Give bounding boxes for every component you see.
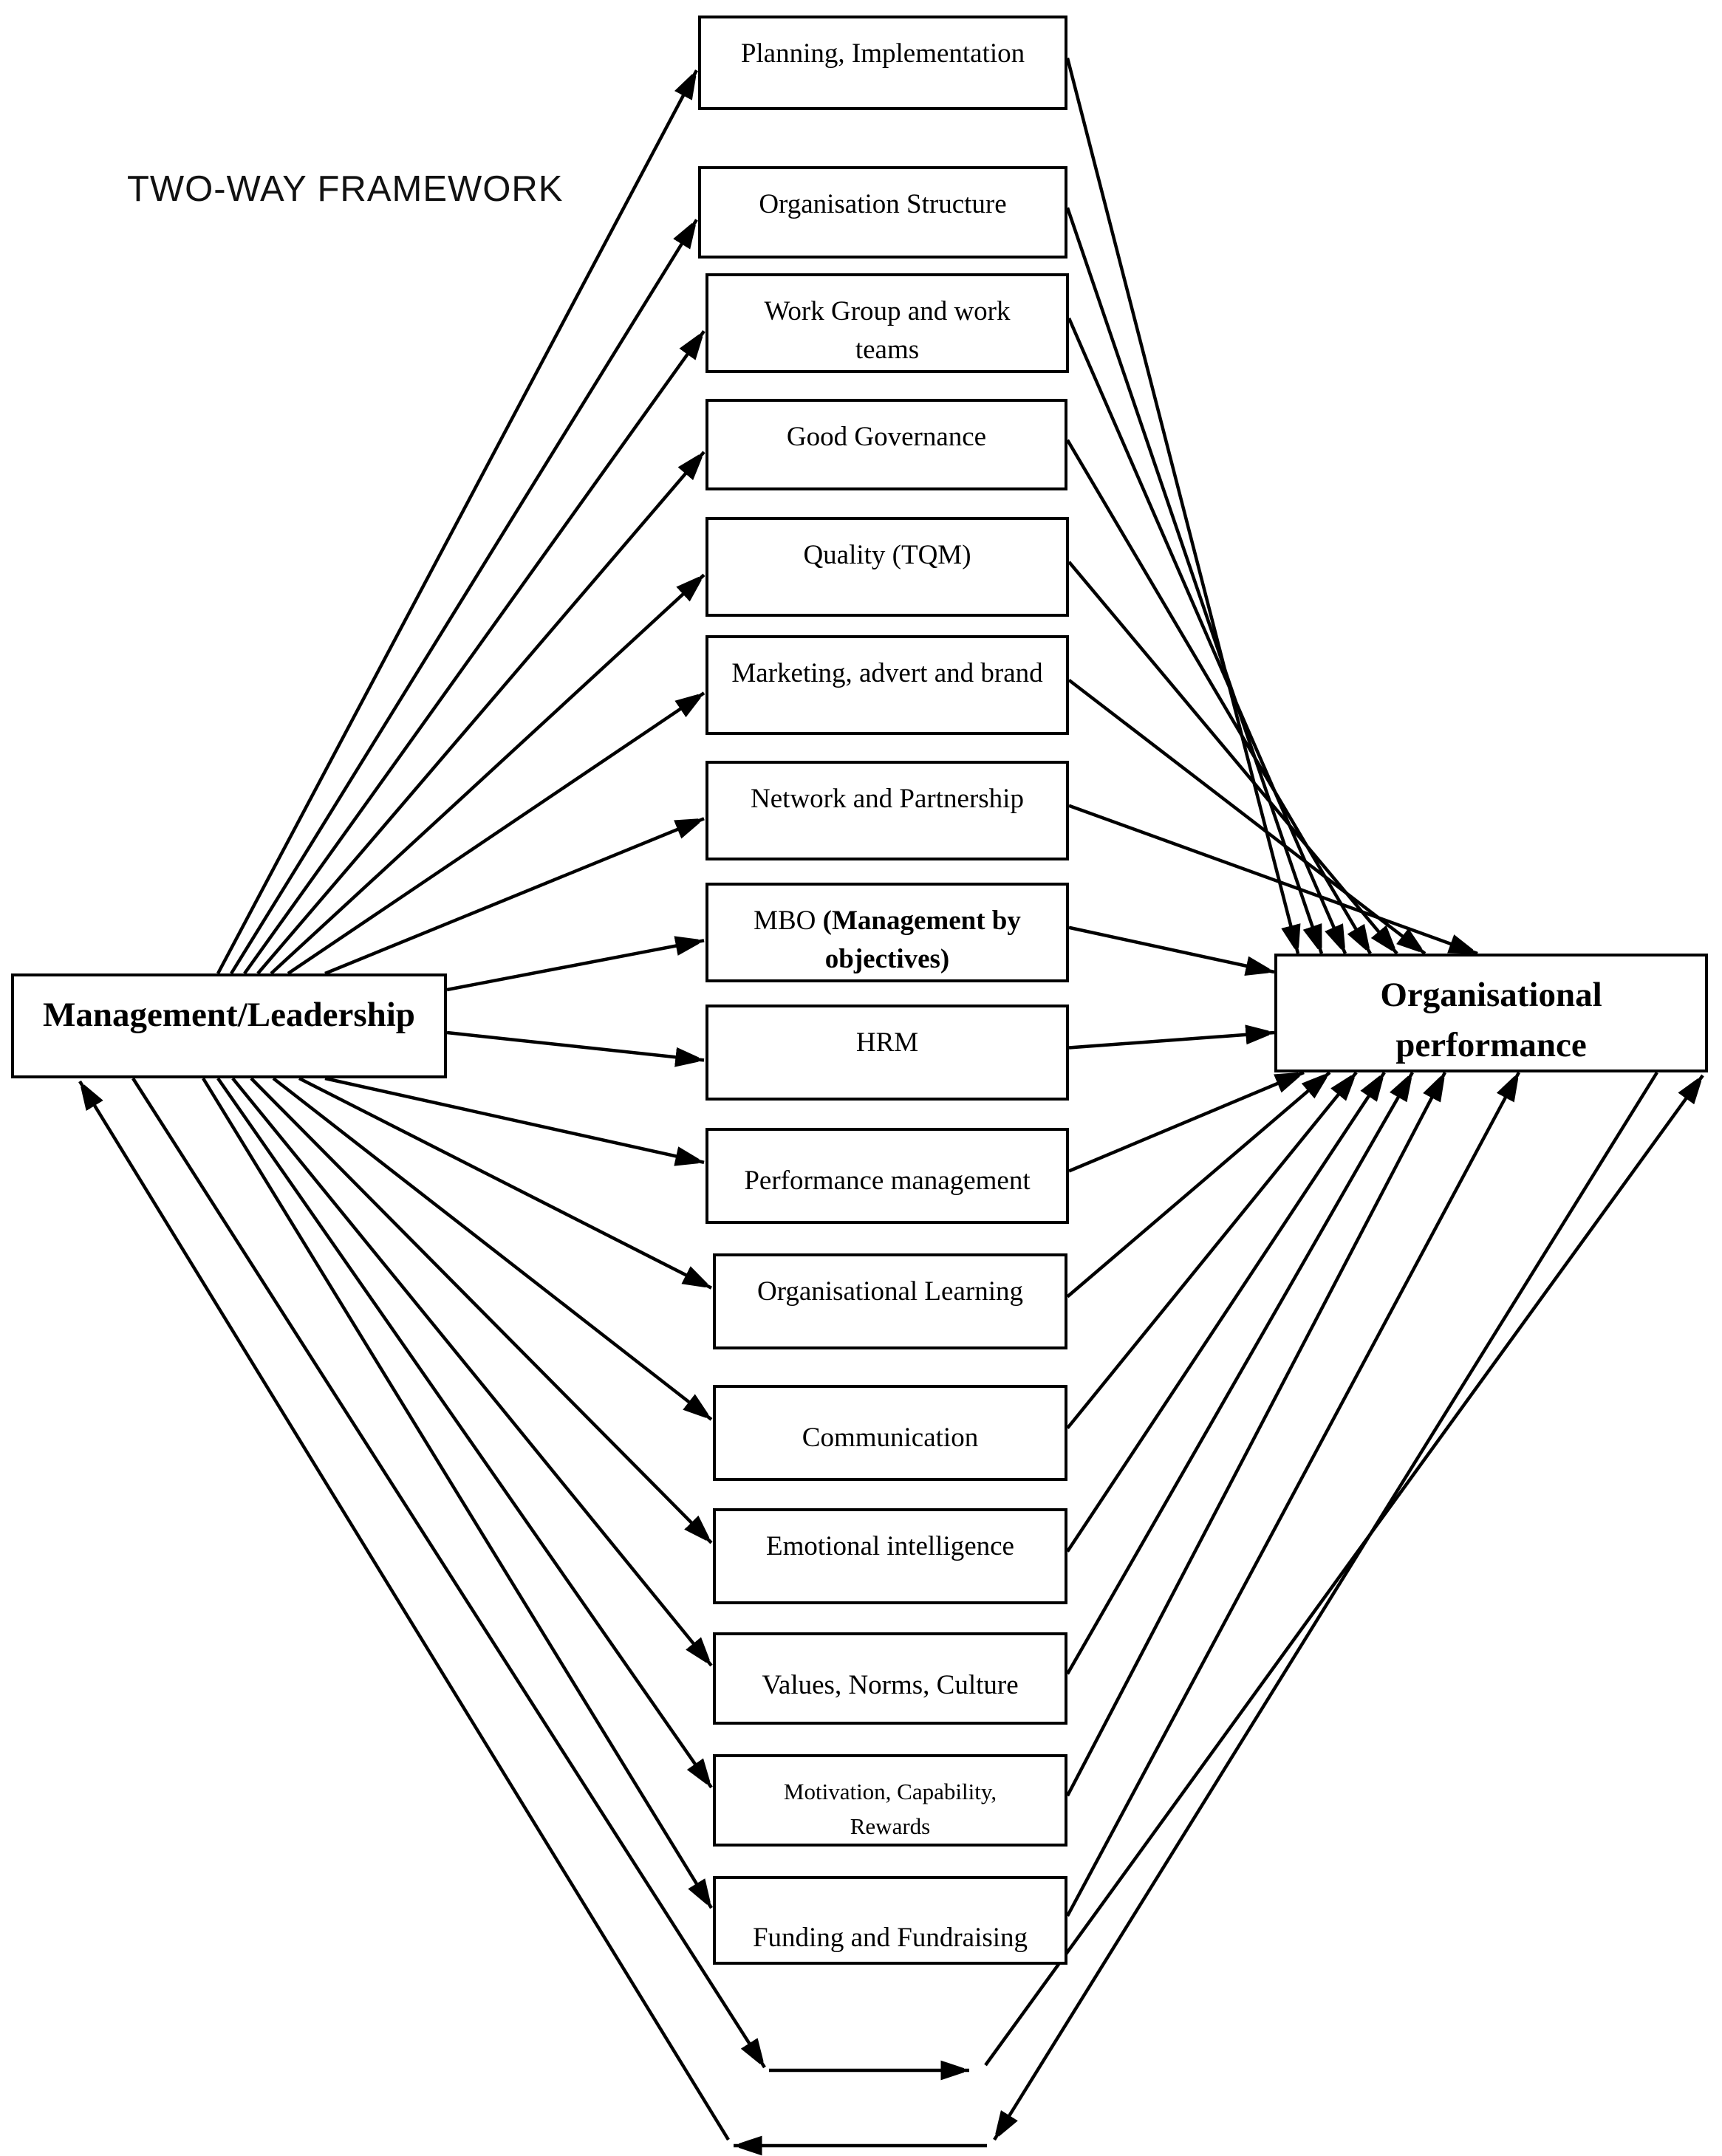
arrow-management-to-funding-fundraising xyxy=(202,1077,713,1909)
factor-label-organisation-structure: Organisation Structure xyxy=(759,189,1007,219)
arrow-organisation-structure-to-performance xyxy=(1065,207,1324,954)
arrow-funding-fundraising-to-performance xyxy=(1066,1071,1520,1917)
factor-label-emotional-intelligence: Emotional intelligence xyxy=(766,1531,1014,1561)
factor-label-marketing-advert-brand: Marketing, advert and brand xyxy=(731,658,1043,688)
arrow-bottom-loop-return-segment-1 xyxy=(993,1071,1658,2141)
factor-label-planning-implementation: Planning, Implementation xyxy=(740,38,1025,69)
factor-box-planning-implementation: Planning, Implementation xyxy=(698,16,1067,110)
factor-label-communication: Communication xyxy=(802,1423,979,1453)
arrow-management-to-network-partnership xyxy=(324,817,705,976)
factor-box-work-group-teams: Work Group and work teams xyxy=(705,273,1069,373)
arrow-management-to-organisation-structure xyxy=(230,219,698,975)
arrow-management-to-values-norms-culture xyxy=(231,1077,713,1667)
arrow-marketing-advert-brand-to-performance xyxy=(1067,678,1425,955)
arrow-good-governance-to-performance xyxy=(1066,439,1372,955)
arrow-emotional-intelligence-to-performance xyxy=(1066,1072,1386,1553)
factor-label-mbo-line2: objectives) xyxy=(825,940,950,979)
arrow-management-to-organisational-learning xyxy=(298,1076,713,1290)
arrow-communication-to-performance xyxy=(1066,1071,1358,1429)
factor-box-hrm: HRM xyxy=(705,1005,1069,1101)
factor-box-emotional-intelligence: Emotional intelligence xyxy=(713,1508,1067,1604)
arrow-network-partnership-to-performance xyxy=(1068,804,1478,956)
arrow-management-to-work-group-teams xyxy=(243,331,705,975)
factor-label-network-partnership: Network and Partnership xyxy=(751,784,1024,814)
factor-box-organisational-learning: Organisational Learning xyxy=(713,1253,1067,1349)
arrow-bottom-loop-forward-segment-1 xyxy=(131,1077,766,2069)
factor-label-mbo-line1: MBO (Management by xyxy=(754,902,1021,940)
arrow-management-to-communication xyxy=(272,1077,711,1421)
factor-label-quality-tqm: Quality (TQM) xyxy=(803,540,971,570)
arrow-management-to-marketing-advert-brand xyxy=(287,691,704,975)
factor-box-organisation-structure: Organisation Structure xyxy=(698,166,1067,259)
factor-box-communication: Communication xyxy=(713,1385,1067,1481)
factor-label-funding-fundraising: Funding and Fundraising xyxy=(752,1923,1028,1954)
arrow-bottom-loop-return-segment-3 xyxy=(78,1080,730,2141)
arrow-performance-management-to-performance xyxy=(1068,1070,1305,1173)
arrow-management-to-quality-tqm xyxy=(270,573,705,975)
factor-label-good-governance: Good Governance xyxy=(786,422,987,452)
arrow-mbo-to-performance xyxy=(1068,925,1275,972)
factor-box-funding-fundraising: Funding and Fundraising xyxy=(713,1876,1067,1965)
management-leadership-box: Management/Leadership xyxy=(11,973,447,1078)
arrow-management-to-motivation-capability-rewards xyxy=(216,1077,713,1787)
arrow-management-to-performance-management xyxy=(324,1076,705,1163)
arrow-management-to-good-governance xyxy=(256,451,705,975)
organisational-performance-box: Organisational performance xyxy=(1274,954,1708,1072)
factor-box-motivation-capability-rewards: Motivation, Capability, Rewards xyxy=(713,1754,1067,1847)
factor-box-quality-tqm: Quality (TQM) xyxy=(705,517,1069,617)
factor-box-network-partnership: Network and Partnership xyxy=(705,761,1069,860)
arrow-planning-implementation-to-performance xyxy=(1065,58,1298,954)
arrow-management-to-hrm xyxy=(446,1030,705,1060)
factor-label-hrm: HRM xyxy=(855,1027,919,1058)
factor-label-performance-management: Performance management xyxy=(744,1166,1031,1196)
arrow-quality-tqm-to-performance xyxy=(1067,561,1398,955)
factor-label-motivation-capability-rewards: Motivation, Capability, Rewards xyxy=(783,1779,997,1839)
arrow-values-norms-culture-to-performance xyxy=(1066,1071,1414,1675)
label-run-bold: objectives) xyxy=(824,943,950,974)
factor-box-good-governance: Good Governance xyxy=(705,399,1067,490)
label-run-bold: (Management by xyxy=(822,906,1021,936)
management-leadership-label: Management/Leadership xyxy=(43,996,415,1034)
factor-label-organisational-learning: Organisational Learning xyxy=(757,1276,1023,1307)
arrow-management-to-mbo xyxy=(446,940,705,992)
arrow-management-to-emotional-intelligence xyxy=(250,1077,713,1544)
organisational-performance-label: Organisational performance xyxy=(1380,976,1602,1065)
arrow-hrm-to-performance xyxy=(1068,1033,1275,1050)
factor-label-values-norms-culture: Values, Norms, Culture xyxy=(762,1670,1019,1700)
arrow-bottom-loop-forward-segment-3 xyxy=(984,1075,1704,2067)
arrow-work-group-teams-to-performance xyxy=(1067,317,1347,954)
factor-box-performance-management: Performance management xyxy=(705,1128,1069,1224)
arrow-motivation-capability-rewards-to-performance xyxy=(1066,1071,1446,1797)
label-run: MBO xyxy=(754,906,823,936)
factor-label-work-group-teams: Work Group and work teams xyxy=(764,296,1011,365)
factor-box-marketing-advert-brand: Marketing, advert and brand xyxy=(705,635,1069,735)
arrow-organisational-learning-to-performance xyxy=(1066,1071,1331,1298)
diagram-title: TWO-WAY FRAMEWORK xyxy=(127,169,564,209)
factor-box-values-norms-culture: Values, Norms, Culture xyxy=(713,1632,1067,1725)
